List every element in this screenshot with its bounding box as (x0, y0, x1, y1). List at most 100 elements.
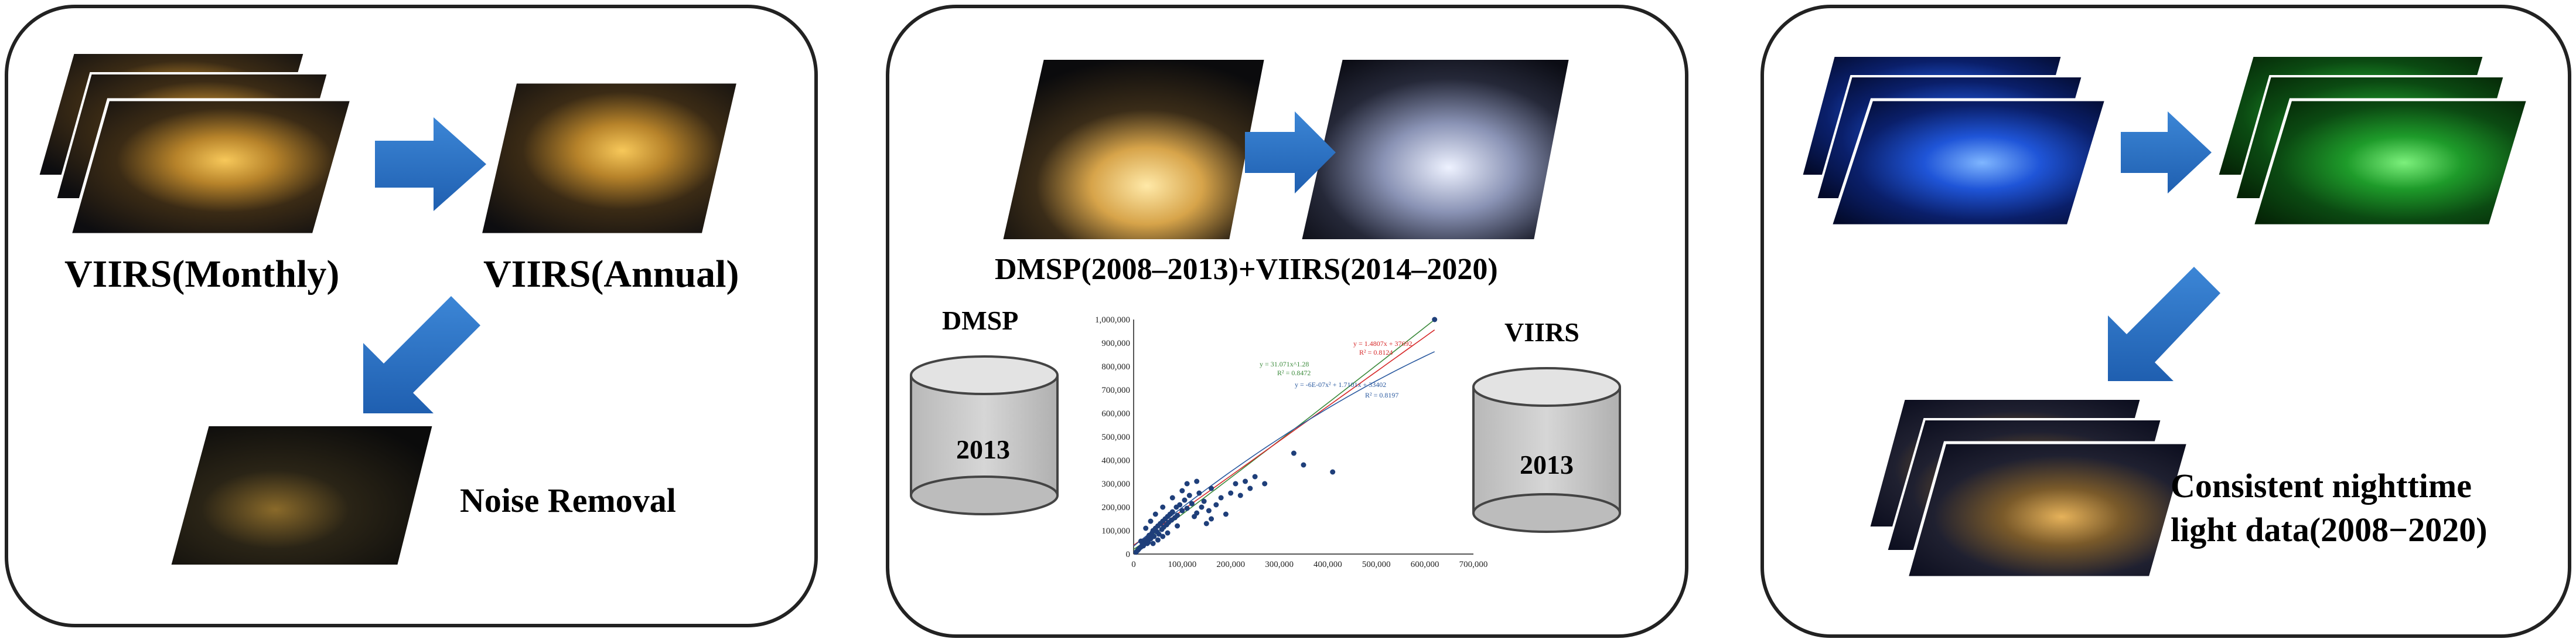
data-point (1135, 546, 1141, 552)
fit-equation-label: R² = 0.8197 (1365, 391, 1398, 399)
noise-removed-image (168, 424, 435, 567)
data-point (1330, 469, 1336, 475)
data-point (1155, 537, 1161, 543)
data-point (1179, 488, 1185, 494)
y-tick-label: 800,000 (1101, 362, 1130, 372)
data-point (1201, 498, 1207, 504)
y-tick-label: 500,000 (1101, 433, 1130, 442)
arrow-right-icon (2121, 111, 2212, 193)
data-point (1156, 531, 1162, 537)
y-tick-label: 0 (1126, 550, 1131, 559)
viirs-annual-label: VIIRS(Annual) (483, 253, 739, 295)
viirs-monthly-label: VIIRS(Monthly) (64, 253, 340, 295)
data-point (1151, 534, 1157, 539)
data-point (1160, 534, 1166, 539)
x-tick-label: 500,000 (1362, 560, 1391, 569)
data-point (1252, 474, 1258, 480)
x-tick-label: 100,000 (1168, 560, 1196, 569)
viirs-monthly-stack (36, 52, 354, 236)
data-point (1432, 317, 1438, 322)
data-point (1206, 508, 1212, 514)
fit-equation-label: R² = 0.8472 (1277, 369, 1311, 377)
data-point (1160, 504, 1166, 510)
x-tick-label: 200,000 (1216, 560, 1245, 569)
data-point (1218, 495, 1224, 501)
data-point (1165, 530, 1171, 536)
arrow-right-icon (375, 117, 486, 211)
fit-equation-label: R² = 0.8124 (1359, 348, 1393, 356)
data-point (1150, 541, 1156, 546)
data-point (1169, 495, 1175, 501)
data-point (1182, 497, 1188, 503)
data-point (1186, 492, 1192, 498)
viirs-annual-image (478, 80, 741, 236)
data-point (1203, 521, 1209, 526)
green-image-stack (2216, 55, 2530, 227)
x-tick-label: 400,000 (1313, 560, 1342, 569)
y-tick-label: 300,000 (1101, 480, 1130, 489)
x-tick-label: 700,000 (1459, 560, 1488, 569)
data-point (1233, 481, 1238, 487)
y-tick-label: 900,000 (1101, 339, 1130, 348)
arrow-right-icon (1245, 111, 1336, 193)
viirs-year-label: 2013 (1520, 450, 1574, 480)
dmsp-year-label: 2013 (956, 434, 1010, 464)
fit-line-poly2 (1133, 351, 1435, 547)
data-point (1196, 490, 1202, 496)
fit-equation-label: y = 1.4807x + 37692 (1353, 339, 1412, 348)
data-point (1184, 481, 1190, 487)
result-label-line2: light data(2008−2020) (2171, 511, 2488, 549)
data-point (1209, 516, 1214, 522)
arrow-down-left-icon (2108, 267, 2220, 381)
y-tick-label: 600,000 (1101, 409, 1130, 419)
fit-equation-label: y = -6E-07x² + 1.7101x + 33402 (1295, 381, 1386, 389)
consistent-image-stack (1867, 398, 2191, 579)
y-tick-label: 400,000 (1101, 456, 1130, 466)
y-tick-label: 200,000 (1101, 503, 1130, 512)
dmsp-database-icon (910, 355, 1059, 515)
x-tick-label: 600,000 (1411, 560, 1439, 569)
y-tick-label: 1,000,000 (1095, 315, 1130, 325)
data-point (1228, 490, 1234, 496)
data-point (1247, 485, 1253, 491)
data-point (1169, 509, 1175, 515)
data-point (1237, 492, 1243, 498)
blue-image-stack (1800, 55, 2108, 227)
data-point (1152, 511, 1158, 517)
data-point (1189, 501, 1195, 507)
regression-scatter-chart: 0 100,000 200,000 300,000 400,000 500,000 600,… (1095, 315, 1488, 569)
data-point (1243, 478, 1248, 484)
data-point (1138, 538, 1144, 544)
arrow-down-left-icon (363, 296, 480, 413)
data-point (1141, 543, 1147, 549)
noise-removal-label: Noise Removal (460, 481, 676, 519)
fit-equation-label: y = 31.071x^1.28 (1260, 360, 1309, 368)
y-tick-label: 100,000 (1101, 526, 1130, 536)
data-point (1223, 511, 1229, 517)
data-point (1291, 450, 1296, 456)
panel2-title: DMSP(2008–2013)+VIIRS(2014–2020) (995, 253, 1498, 286)
dmsp-image (1000, 57, 1267, 242)
data-point (1213, 502, 1219, 508)
data-point (1175, 512, 1180, 518)
data-point (1179, 508, 1185, 514)
data-point (1184, 505, 1190, 511)
data-point (1175, 523, 1180, 529)
dmsp-label: DMSP (942, 305, 1019, 335)
data-point (1148, 518, 1154, 524)
x-tick-label: 300,000 (1265, 560, 1294, 569)
data-point (1194, 478, 1200, 484)
viirs-label: VIIRS (1504, 317, 1579, 347)
viirs-database-icon (1472, 367, 1621, 533)
data-point (1194, 510, 1200, 516)
data-point (1209, 485, 1214, 491)
data-point (1301, 462, 1306, 468)
data-point (1143, 525, 1149, 531)
y-tick-label: 700,000 (1101, 386, 1130, 395)
data-point (1145, 539, 1151, 545)
result-label-line1: Consistent nighttime (2171, 467, 2472, 505)
data-point (1199, 504, 1205, 510)
data-point (1177, 502, 1183, 508)
fit-line-power (1133, 319, 1435, 550)
